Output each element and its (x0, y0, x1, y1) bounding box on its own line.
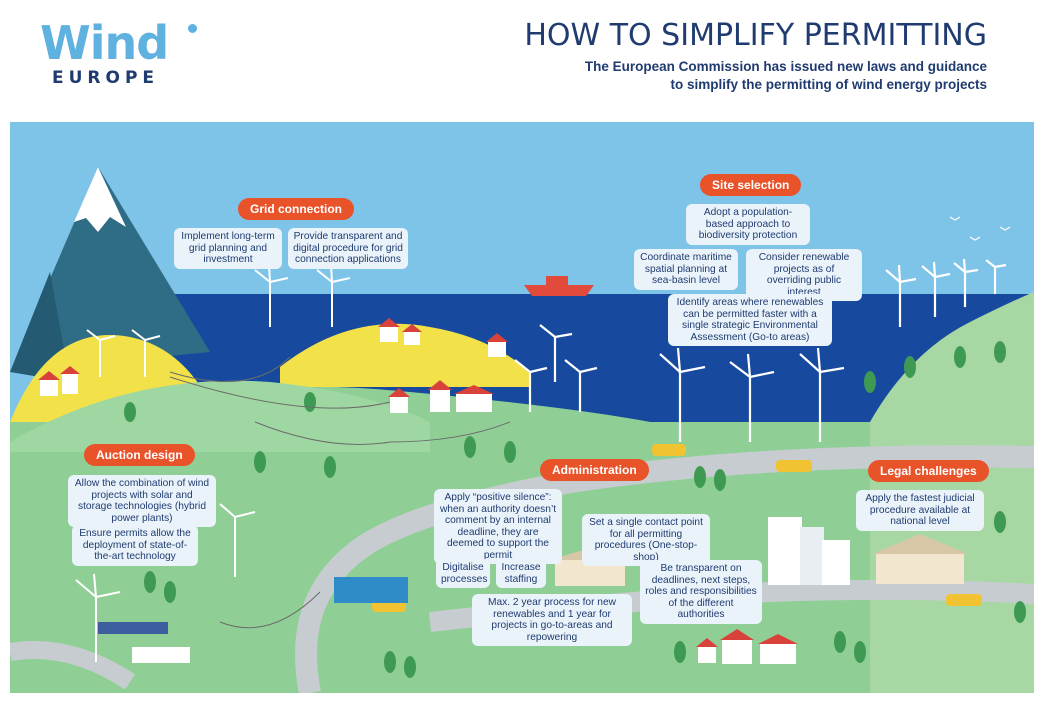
subtitle-line-2: to simplify the permitting of wind energ… (670, 77, 987, 92)
houses (38, 318, 798, 664)
trees (124, 341, 1026, 678)
page-subtitle: The European Commission has issued new l… (585, 58, 987, 94)
auction-design-title: Auction design (84, 444, 195, 466)
logo-wind-text: Wind (40, 16, 169, 70)
ship (524, 285, 594, 296)
administration-item-1: Apply “positive silence”: when an author… (434, 489, 562, 564)
offshore-turbines (514, 258, 1007, 442)
administration-title: Administration (540, 459, 649, 481)
subtitle-line-1: The European Commission has issued new l… (584, 59, 987, 74)
auction-design-item-2: Ensure permits allow the deployment of s… (72, 525, 198, 566)
power-lines (169, 356, 511, 629)
administration-item-4: Increase staffing (496, 559, 546, 588)
battery-storage (132, 647, 190, 663)
site-selection-item-1: Adopt a population-based approach to bio… (686, 204, 810, 245)
grid-connection-item-2: Provide transparent and digital procedur… (288, 228, 408, 269)
page-title: HOW TO SIMPLIFY PERMITTING (524, 18, 987, 53)
auction-design-item-1: Allow the combination of wind projects w… (68, 475, 216, 527)
charging-station (334, 577, 408, 603)
solar-panels (98, 622, 168, 634)
birds (949, 216, 1011, 241)
green-hill-left (10, 380, 430, 452)
site-selection-title: Site selection (700, 174, 802, 196)
administration-item-3: Digitalise processes (436, 559, 490, 588)
logo-europe-text: EUROPE (52, 68, 160, 88)
yellow-hill-center (280, 323, 530, 387)
site-selection-item-4: Identify areas where renewables can be p… (668, 294, 832, 346)
legal-challenges-title: Legal challenges (868, 460, 989, 482)
city-buildings (768, 517, 850, 585)
ship-cabin (546, 276, 568, 285)
courthouse (872, 534, 968, 584)
grid-connection-item-1: Implement long-term grid planning and in… (174, 228, 282, 269)
logo-dot (188, 24, 197, 33)
onshore-turbines (75, 263, 351, 662)
administration-item-2: Set a single contact point for all permi… (582, 514, 710, 566)
mountain-shadow (10, 272, 70, 382)
site-selection-item-3: Consider renewable projects as of overri… (746, 249, 862, 301)
road-left (10, 641, 135, 690)
landscape-scene: Grid connection Implement long-term grid… (10, 122, 1034, 693)
legal-challenges-item-1: Apply the fastest judicial procedure ava… (856, 490, 984, 531)
grid-connection-title: Grid connection (238, 198, 355, 220)
administration-item-5: Be transparent on deadlines, next steps,… (640, 560, 762, 624)
mountain (10, 167, 210, 372)
mountain-snow (74, 167, 126, 232)
site-selection-item-2: Coordinate maritime spatial planning at … (634, 249, 738, 290)
administration-item-6: Max. 2 year process for new renewables a… (472, 594, 632, 646)
